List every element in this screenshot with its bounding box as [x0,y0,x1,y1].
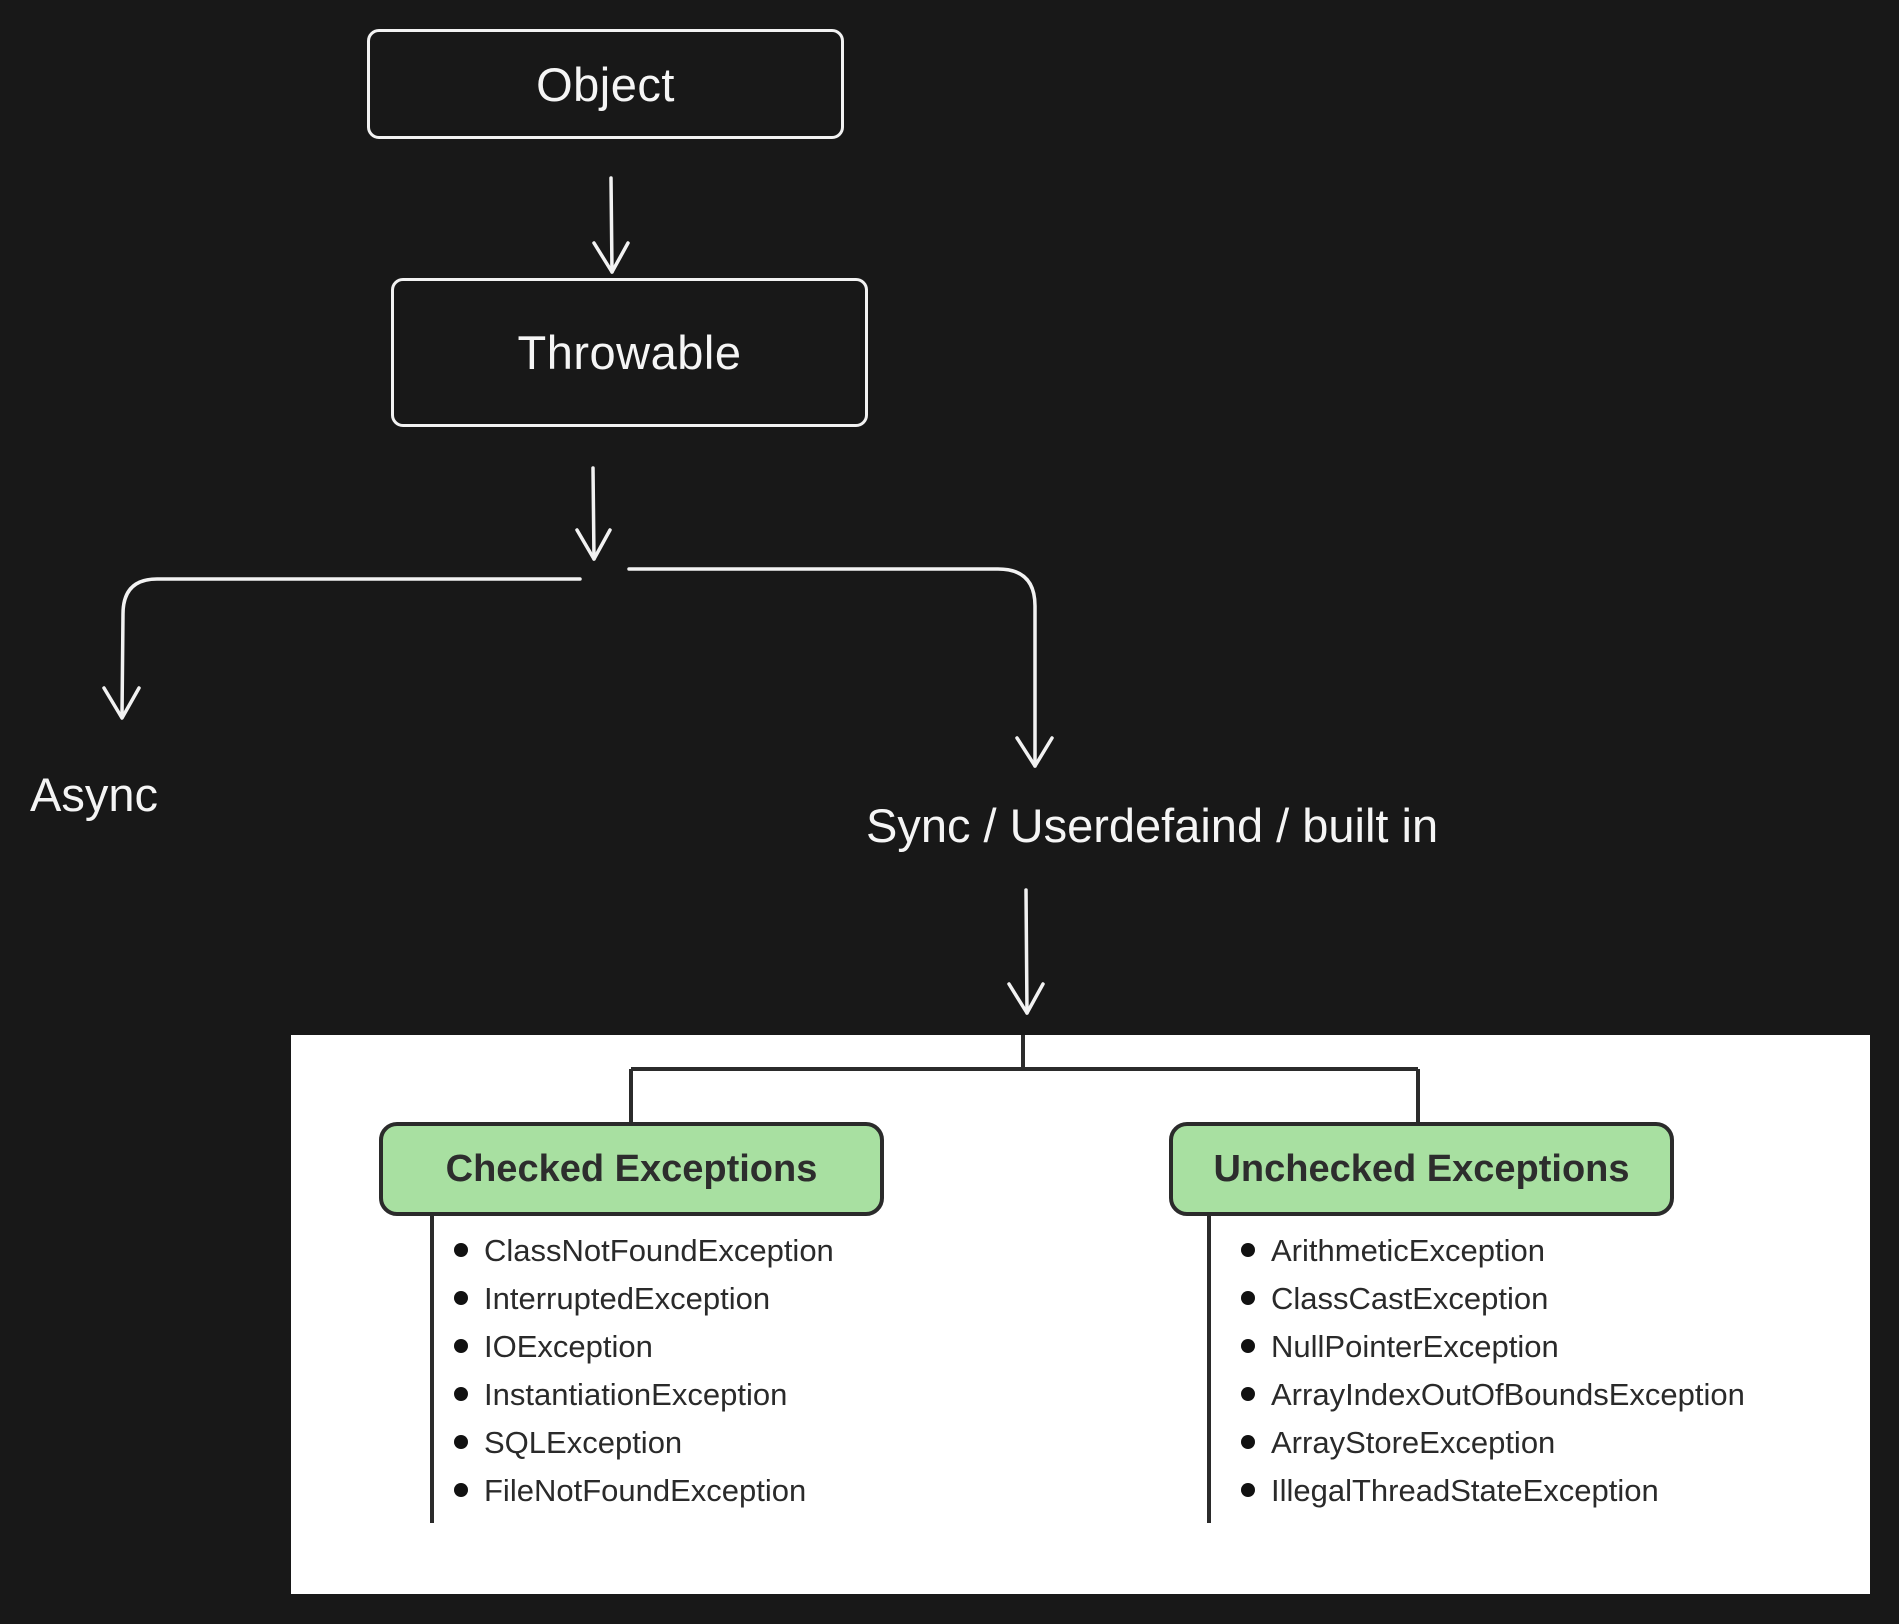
arrow-throwable-down [591,466,596,561]
list-item-label: ClassNotFoundException [484,1233,834,1268]
unchecked-exceptions-box: Unchecked Exceptions [1169,1122,1674,1216]
object-node: Object [367,29,844,139]
list-item-label: ClassCastException [1271,1281,1549,1316]
list-item: ClassNotFoundException [454,1227,834,1275]
throwable-node: Throwable [391,278,868,427]
bullet-icon [454,1386,468,1401]
bullet-icon [1241,1242,1255,1257]
list-item: FileNotFoundException [454,1467,834,1515]
bullet-icon [454,1338,468,1353]
list-item: ArrayStoreException [1241,1419,1745,1467]
arrowhead-throwable-down [575,528,612,561]
bullet-icon [1241,1386,1255,1401]
list-item-label: NullPointerException [1271,1329,1559,1364]
object-node-label: Object [536,57,675,111]
arrow-sync-down [1024,888,1029,1015]
list-item: NullPointerException [1241,1323,1745,1371]
exceptions-tree-lines [430,1035,1420,1523]
arrowhead-sync [1015,736,1054,768]
bullet-icon [454,1434,468,1449]
list-item: InstantiationException [454,1371,834,1419]
list-item-label: SQLException [484,1425,683,1460]
unchecked-exceptions-title: Unchecked Exceptions [1213,1147,1630,1190]
exceptions-diagram-panel: Checked Exceptions Unchecked Exceptions … [291,1035,1870,1594]
async-label: Async [30,768,158,821]
arrowhead-object-to-throwable [592,241,630,274]
arrow-object-to-throwable [609,176,614,274]
bullet-icon [1241,1290,1255,1305]
bullet-icon [1241,1482,1255,1497]
bullet-icon [1241,1434,1255,1449]
checked-exceptions-title: Checked Exceptions [445,1147,818,1190]
arrowhead-async [102,686,141,720]
branch-left-line [120,577,582,718]
list-item-label: InstantiationException [484,1377,788,1412]
list-item: IllegalThreadStateException [1241,1467,1745,1515]
list-item-label: IOException [484,1329,653,1364]
checked-exceptions-list: ClassNotFoundException InterruptedExcept… [454,1227,834,1515]
bullet-icon [454,1482,468,1497]
list-item: ArrayIndexOutOfBoundsException [1241,1371,1745,1419]
checked-exceptions-box: Checked Exceptions [379,1122,884,1216]
list-item-label: InterruptedException [484,1281,771,1316]
list-item-label: ArrayStoreException [1271,1425,1556,1460]
unchecked-exceptions-list: ArithmeticException ClassCastException N… [1241,1227,1745,1515]
list-item: IOException [454,1323,834,1371]
throwable-node-label: Throwable [517,326,742,379]
list-item: SQLException [454,1419,834,1467]
sync-label: Sync / Userdefaind / built in [866,799,1439,852]
list-item-label: ArrayIndexOutOfBoundsException [1271,1377,1745,1412]
branch-right-line [627,567,1037,768]
bullet-icon [454,1242,468,1257]
bullet-icon [1241,1338,1255,1353]
list-item-label: IllegalThreadStateException [1271,1473,1659,1508]
list-item: ArithmeticException [1241,1227,1745,1275]
bullet-icon [454,1290,468,1305]
list-item: ClassCastException [1241,1275,1745,1323]
list-item-label: ArithmeticException [1271,1233,1545,1268]
list-item: InterruptedException [454,1275,834,1323]
arrowhead-sync-down [1007,982,1045,1015]
list-item-label: FileNotFoundException [484,1473,807,1508]
